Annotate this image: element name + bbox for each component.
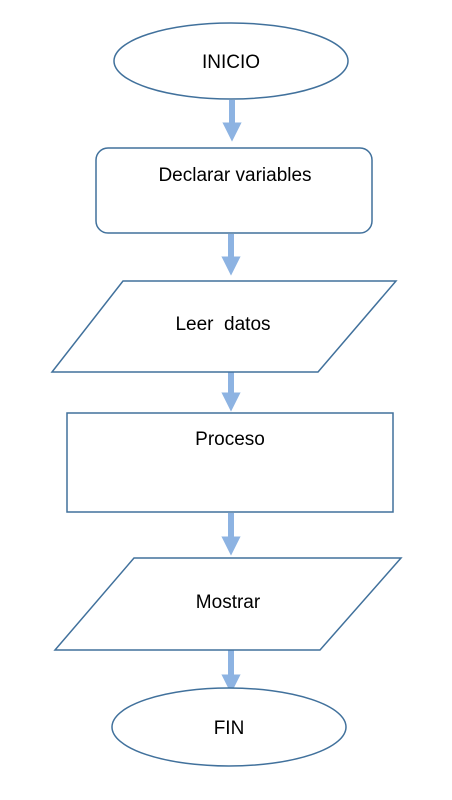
input-output-shape	[53, 557, 403, 651]
node-declarar-variables: Declarar variables	[95, 147, 373, 234]
node-label: Declarar variables	[158, 165, 311, 186]
terminator-shape	[111, 687, 347, 767]
node-mostrar: Mostrar	[53, 557, 403, 651]
input-output-shape	[50, 280, 398, 373]
node-label: FIN	[214, 718, 245, 739]
rounded-process-shape	[95, 147, 373, 234]
node-proceso: Proceso	[66, 412, 394, 513]
node-label: Mostrar	[196, 592, 261, 613]
node-label: Proceso	[195, 429, 265, 450]
process-shape	[66, 412, 394, 513]
terminator-shape	[113, 22, 349, 100]
node-label: INICIO	[202, 52, 260, 73]
connectors	[221, 100, 242, 694]
node-fin: FIN	[111, 687, 347, 767]
node-leer-datos: Leer datos	[50, 280, 398, 373]
node-label: Leer datos	[175, 314, 270, 335]
node-inicio: INICIO	[113, 22, 349, 100]
